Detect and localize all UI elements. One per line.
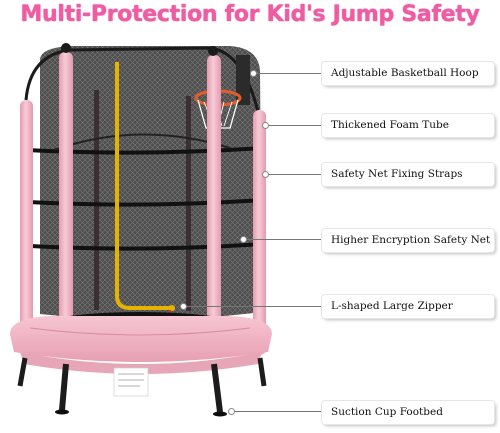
callout-dot [262, 122, 269, 129]
callout-dot [250, 70, 257, 77]
callout-dot [240, 236, 247, 243]
leg [17, 357, 28, 387]
leg [211, 363, 223, 413]
callout-line [232, 411, 322, 412]
feature-label-basketball-hoop: Adjustable Basketball Hoop [322, 62, 494, 85]
callout-dot [180, 303, 187, 310]
feature-label-safety-net: Higher Encryption Safety Net [322, 229, 494, 252]
foam-tube [207, 55, 221, 355]
warning-label [113, 367, 149, 397]
net-strap [27, 198, 263, 207]
callout-line [266, 125, 322, 126]
foam-tube [253, 110, 266, 355]
callout-line [184, 306, 322, 307]
leg [59, 363, 69, 411]
safety-net [40, 46, 262, 320]
callout-line [254, 73, 322, 74]
callout-line [244, 239, 322, 240]
safety-pad [10, 316, 272, 362]
suction-cup [213, 411, 227, 417]
callout-dot [262, 171, 269, 178]
net-strap [25, 146, 263, 155]
net-strap [29, 242, 263, 251]
foam-tube [59, 52, 73, 352]
feature-label-zipper: L-shaped Large Zipper [322, 295, 494, 318]
foam-tube [20, 100, 33, 350]
feature-label-net-straps: Safety Net Fixing Straps [322, 163, 494, 186]
page-title: Multi-Protection for Kid's Jump Safety [20, 2, 480, 27]
callout-line [266, 174, 322, 175]
zipper [115, 62, 170, 310]
callout-dot [228, 408, 235, 415]
feature-label-foam-tube: Thickened Foam Tube [322, 114, 494, 137]
leg [257, 357, 267, 387]
suction-cup [55, 409, 69, 415]
feature-label-footbed: Suction Cup Footbed [322, 401, 494, 424]
hoop-backboard [236, 55, 250, 105]
back-pole [94, 90, 99, 310]
